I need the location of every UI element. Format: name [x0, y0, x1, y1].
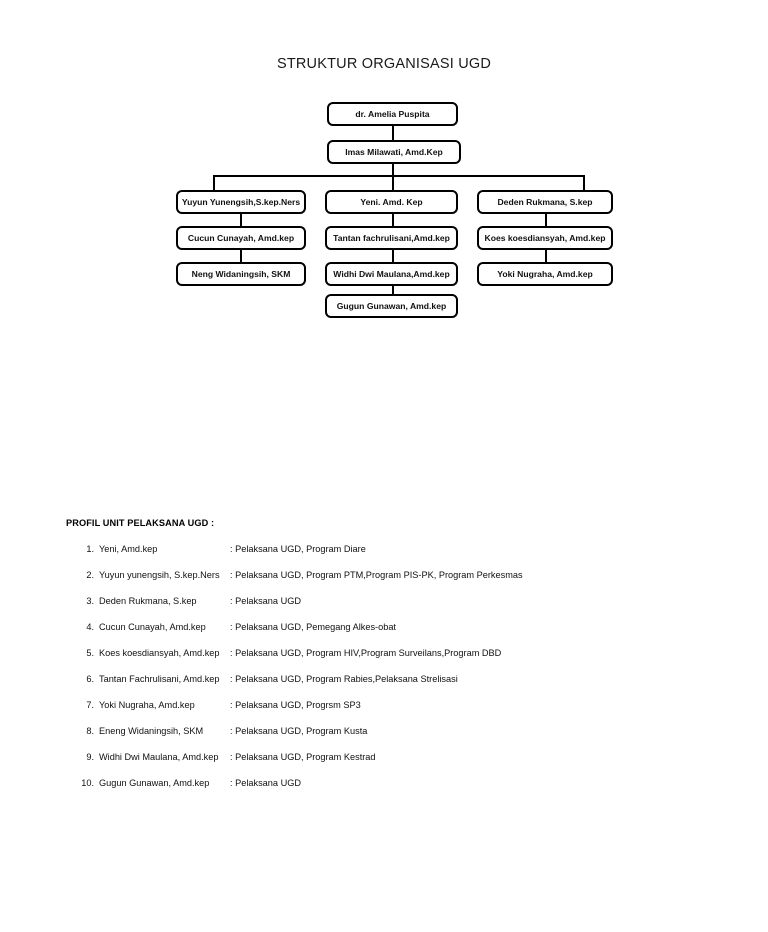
connector-center-1-2 [392, 214, 394, 226]
profile-item-role: : Pelaksana UGD, Program HIV,Program Sur… [230, 648, 502, 658]
profile-item-number: 5. [86, 648, 94, 658]
profile-item-name: Tantan Fachrulisani, Amd.kep [99, 674, 220, 684]
profile-item-name: Yuyun yunengsih, S.kep.Ners [99, 570, 220, 580]
profile-heading: PROFIL UNIT PELAKSANA UGD : [66, 518, 215, 528]
profile-item-number: 7. [86, 700, 94, 710]
org-chart: dr. Amelia Puspita Imas Milawati, Amd.Ke… [0, 0, 768, 340]
org-node-center-1: Yeni. Amd. Kep [325, 190, 458, 214]
connector-head-deputy [392, 126, 394, 140]
profile-item-number: 6. [86, 674, 94, 684]
connector-bus-left [213, 175, 215, 190]
profile-item-role: : Pelaksana UGD, Pemegang Alkes-obat [230, 622, 396, 632]
connector-left-1-2 [240, 214, 242, 226]
profile-item-name: Eneng Widaningsih, SKM [99, 726, 204, 736]
profile-item: 4. Cucun Cunayah, Amd.kep : Pelaksana UGD,… [0, 622, 768, 648]
org-node-center-3: Widhi Dwi Maulana,Amd.kep [325, 262, 458, 286]
page-title: STRUKTUR ORGANISASI UGD [276, 56, 492, 72]
profile-item-number: 2. [86, 570, 94, 580]
profile-item: 8. Eneng Widaningsih, SKM : Pelaksana UGD,… [0, 726, 768, 752]
profile-item-name: Gugun Gunawan, Amd.kep [99, 778, 210, 788]
profile-item: 2. Yuyun yunengsih, S.kep.Ners : Pelaksana… [0, 570, 768, 596]
org-node-center-4: Gugun Gunawan, Amd.kep [325, 294, 458, 318]
connector-left-2-3 [240, 250, 242, 262]
profile-item: 5. Koes koesdiansyah, Amd.kep : Pelaksana … [0, 648, 768, 674]
profile-item-role: : Pelaksana UGD, Program Diare [230, 544, 366, 554]
profile-item-number: 1. [86, 544, 94, 554]
connector-horizontal-bus [213, 175, 584, 177]
connector-right-2-3 [545, 250, 547, 262]
profile-item: 3. Deden Rukmana, S.kep : Pelaksana UGD [0, 596, 768, 622]
connector-center-3-4 [392, 286, 394, 298]
profile-item-name: Koes koesdiansyah, Amd.kep [99, 648, 220, 658]
profile-item: 1. Yeni, Amd.kep : Pelaksana UGD, Program … [0, 544, 768, 570]
profile-item-name: Yeni, Amd.kep [99, 544, 158, 554]
profile-item-number: 8. [86, 726, 94, 736]
profile-item-name: Deden Rukmana, S.kep [99, 596, 197, 606]
profile-item: 6. Tantan Fachrulisani, Amd.kep : Pelaksan… [0, 674, 768, 700]
org-node-right-1: Deden Rukmana, S.kep [477, 190, 613, 214]
profile-item-role: : Pelaksana UGD [230, 596, 301, 606]
profile-item: 9. Widhi Dwi Maulana, Amd.kep : Pelaksana … [0, 752, 768, 778]
profile-item-role: : Pelaksana UGD [230, 778, 301, 788]
profile-item-name: Cucun Cunayah, Amd.kep [99, 622, 206, 632]
profile-item: 7. Yoki Nugraha, Amd.kep : Pelaksana UGD, … [0, 700, 768, 726]
profile-item-name: Yoki Nugraha, Amd.kep [99, 700, 195, 710]
org-node-center-2: Tantan fachrulisani,Amd.kep [325, 226, 458, 250]
connector-center-2-3 [392, 250, 394, 262]
connector-bus-center [392, 175, 394, 190]
org-node-right-2: Koes koesdiansyah, Amd.kep [477, 226, 613, 250]
profile-list: 1. Yeni, Amd.kep : Pelaksana UGD, Program … [0, 544, 768, 804]
profile-item: 10. Gugun Gunawan, Amd.kep : Pelaksana UGD [0, 778, 768, 804]
profile-item-number: 10. [81, 778, 94, 788]
profile-item-number: 9. [86, 752, 94, 762]
org-node-deputy: Imas Milawati, Amd.Kep [327, 140, 461, 164]
profile-item-role: : Pelaksana UGD, Progrsm SP3 [230, 700, 361, 710]
connector-right-1-2 [545, 214, 547, 226]
profile-item-role: : Pelaksana UGD, Program Kestrad [230, 752, 376, 762]
org-node-left-3: Neng Widaningsih, SKM [176, 262, 306, 286]
profile-item-name: Widhi Dwi Maulana, Amd.kep [99, 752, 219, 762]
org-node-head: dr. Amelia Puspita [327, 102, 458, 126]
profile-item-number: 3. [86, 596, 94, 606]
profile-item-role: : Pelaksana UGD, Program PTM,Program PIS… [230, 570, 523, 580]
org-node-left-1: Yuyun Yunengsih,S.kep.Ners [176, 190, 306, 214]
connector-bus-right [583, 175, 585, 190]
profile-item-number: 4. [86, 622, 94, 632]
connector-deputy-bus [392, 164, 394, 176]
profile-item-role: : Pelaksana UGD, Program Kusta [230, 726, 368, 736]
profile-item-role: : Pelaksana UGD, Program Rabies,Pelaksan… [230, 674, 458, 684]
org-node-left-2: Cucun Cunayah, Amd.kep [176, 226, 306, 250]
org-node-right-3: Yoki Nugraha, Amd.kep [477, 262, 613, 286]
